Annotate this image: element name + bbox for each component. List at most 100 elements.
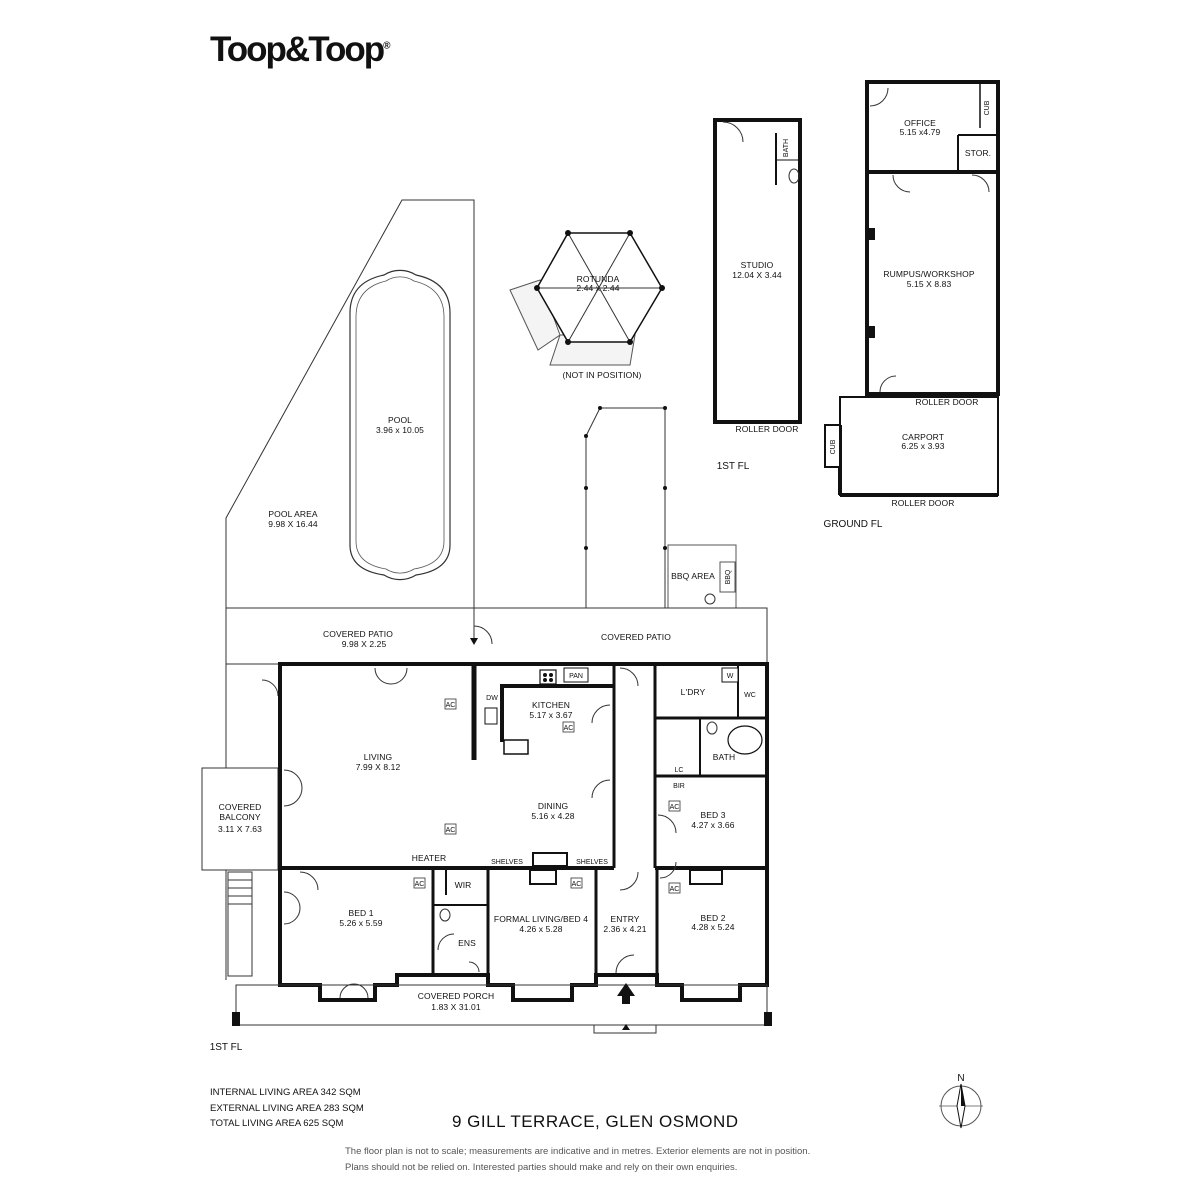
covered-patio-outline <box>225 607 768 665</box>
rumpus-label: RUMPUS/WORKSHOP <box>883 269 974 279</box>
pergola-post <box>584 486 588 490</box>
rotunda-size: 2.44 x 2.44 <box>576 283 619 293</box>
pool-area-label: POOL AREA <box>268 509 317 519</box>
disclaimer-line-2: Plans should not be relied on. Intereste… <box>345 1162 738 1173</box>
shelves-left-label: SHELVES <box>491 859 523 866</box>
stor-label: STOR. <box>965 148 991 158</box>
rumpus-fireplace <box>867 326 875 338</box>
pergola-post <box>598 406 602 410</box>
bed3-size: 4.27 x 3.66 <box>691 820 734 830</box>
porch-post <box>764 1012 772 1026</box>
step-marker <box>622 1024 630 1030</box>
rotunda-post <box>627 339 633 345</box>
bathtub-icon <box>727 725 763 755</box>
dining-label: DINING <box>538 801 568 811</box>
living-size: 7.99 X 8.12 <box>356 762 401 772</box>
studio-bath-label: BATH <box>783 139 790 157</box>
living-door-swing <box>374 667 392 685</box>
ac-box <box>444 823 457 835</box>
entry-size: 2.36 x 4.21 <box>603 924 646 934</box>
hall-door-swing <box>619 667 639 687</box>
living-door-swing <box>390 667 408 685</box>
ac-box <box>413 877 426 889</box>
covered-patio-west-size: 9.98 X 2.25 <box>342 639 387 649</box>
porch-label: COVERED PORCH <box>418 991 494 1001</box>
total-area: TOTAL LIVING AREA 625 SQM <box>210 1118 344 1129</box>
brand-logo: Toop&Toop® <box>210 30 391 70</box>
bed1-size: 5.26 x 5.59 <box>339 918 382 928</box>
bath-toilet <box>706 721 718 735</box>
wir-label: WIR <box>455 880 472 890</box>
office-label: OFFICE <box>904 118 936 128</box>
kitchen-door-swing <box>591 704 611 724</box>
rotunda-post <box>627 230 633 236</box>
office-door-swing <box>869 87 889 107</box>
studio-level-label: 1ST FL <box>717 461 750 472</box>
pergola-outline <box>585 407 666 609</box>
bbq-counter <box>719 561 736 593</box>
bbq-tap-icon <box>704 593 716 605</box>
washer-label: W <box>727 673 734 680</box>
ac-box <box>444 698 457 710</box>
rotunda-post <box>659 285 665 291</box>
ac-label: AC <box>670 804 680 811</box>
fireplace-formal <box>529 869 557 885</box>
cooktop-icon <box>539 669 557 685</box>
carport-cub-label: CUB <box>830 439 837 454</box>
pool-size: 3.96 x 10.05 <box>376 425 424 435</box>
pan-label: PAN <box>569 673 583 680</box>
living-label: LIVING <box>364 752 392 762</box>
bed2-door-swing <box>659 861 677 879</box>
disclaimer-line-1: The floor plan is not to scale; measurem… <box>345 1146 811 1157</box>
dining-door-swing <box>591 779 611 799</box>
studio-door-swing <box>722 121 744 143</box>
sink-icon <box>484 707 498 725</box>
covered-balcony-size: 3.11 X 7.63 <box>218 824 262 834</box>
carport-size: 6.25 x 3.93 <box>901 441 944 451</box>
kitchen-island <box>503 739 529 755</box>
carport-label: CARPORT <box>902 432 944 442</box>
rotunda-post <box>565 339 571 345</box>
ac-label: AC <box>670 886 680 893</box>
pool-area: POOL 3.96 x 10.05 POOL AREA 9.98 X 16.44 <box>225 199 475 609</box>
entry-arrow-icon <box>617 983 635 1004</box>
ens-shower <box>468 961 480 973</box>
covered-balcony-box <box>201 767 279 871</box>
pergola-post <box>584 434 588 438</box>
ground-level-label: GROUND FL <box>824 519 883 530</box>
cooktop-burner <box>549 678 553 682</box>
dining-size: 5.16 x 4.28 <box>531 811 574 821</box>
main-house-labels: LIVING 7.99 X 8.12 KITCHEN 5.17 x 3.67 D… <box>210 673 756 1053</box>
studio-walls <box>713 118 802 424</box>
pergola: BBQ AREA BBQ <box>584 406 737 609</box>
living-west-door-swing <box>283 769 303 789</box>
entry-label: ENTRY <box>610 914 639 924</box>
ens-door-swing <box>437 933 455 951</box>
pergola-post <box>584 546 588 550</box>
kitchen-size: 5.17 x 3.67 <box>529 710 572 720</box>
dw-label: DW <box>486 695 498 702</box>
covered-balcony-label-1: COVERED <box>219 802 262 812</box>
main-level-label: 1ST FL <box>210 1042 243 1053</box>
kitchen-bench-north <box>500 684 614 688</box>
rumpus-size: 5.15 X 8.83 <box>907 279 952 289</box>
pool-inner-edge <box>355 276 445 574</box>
rotunda-post <box>534 285 540 291</box>
compass-icon: N <box>939 1073 983 1129</box>
bed2-size: 4.28 x 5.24 <box>691 922 734 932</box>
fireplace-living <box>532 852 568 867</box>
patio-gate-marker <box>470 638 478 645</box>
laundry-label: L'DRY <box>681 687 706 697</box>
heater-label: HEATER <box>412 853 446 863</box>
front-door-swing <box>615 954 635 974</box>
pool-area-size: 9.98 X 16.44 <box>268 519 318 529</box>
bath-label: BATH <box>713 752 735 762</box>
balcony-door-swing <box>261 679 279 697</box>
studio: BATH STUDIO 12.04 X 3.44 ROLLER DOOR 1ST… <box>713 118 802 472</box>
living-west-door-swing <box>283 787 303 807</box>
covered-patio-west-label: COVERED PATIO <box>323 629 393 639</box>
rotunda-label: ROTUNDA <box>577 274 620 284</box>
office-cub-label: CUB <box>984 100 991 115</box>
pool-outline <box>349 269 451 581</box>
main-house <box>232 662 772 1034</box>
